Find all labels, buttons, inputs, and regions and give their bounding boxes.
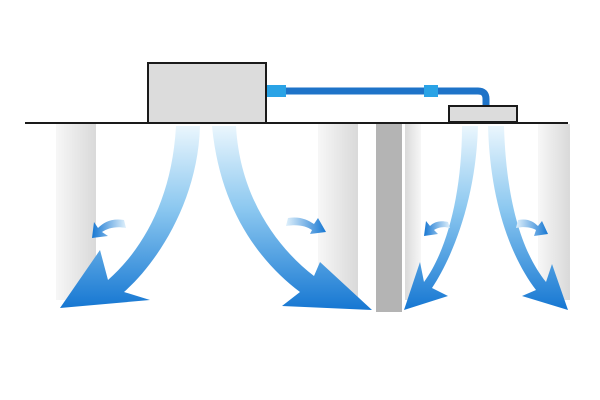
left-room-airflow	[60, 126, 372, 310]
partition-wall	[376, 124, 402, 312]
pipe-joint	[424, 85, 438, 97]
right-room-airflow	[404, 126, 568, 310]
room-shading	[56, 124, 570, 300]
airflow-arrow	[488, 126, 568, 310]
airflow-arrow	[286, 217, 326, 234]
main-ac-unit-icon	[147, 62, 267, 124]
shadow-pillar	[405, 124, 421, 300]
airflow-arrow	[60, 126, 200, 308]
pipe-joint	[266, 85, 286, 97]
airflow-arrow	[516, 219, 548, 236]
airflow-arrow	[404, 126, 478, 310]
airflow-arrow	[212, 126, 372, 310]
refrigerant-pipe	[264, 85, 490, 110]
cassette-unit-icon	[448, 105, 518, 123]
airflow-arrow	[424, 221, 450, 236]
airflow-arrow	[92, 219, 126, 238]
